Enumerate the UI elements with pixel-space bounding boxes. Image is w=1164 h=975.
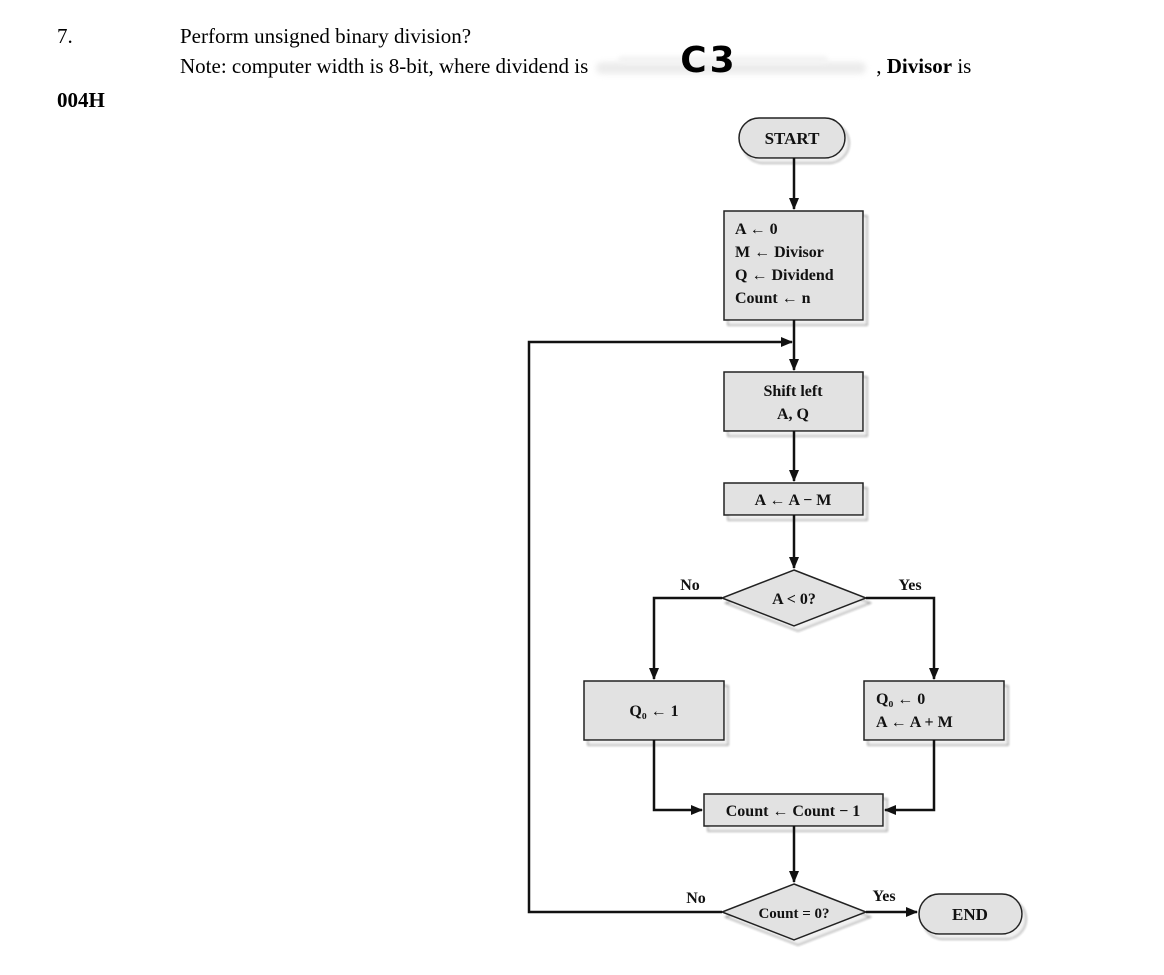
subtract-label: A ← A − M [755, 492, 832, 509]
question-note: Note: computer width is 8-bit, where div… [180, 43, 1140, 79]
decision-count-label: Count = 0? [758, 906, 829, 922]
note-is: is [952, 54, 972, 78]
arrow-yes-to-restore [866, 596, 939, 680]
restore-line-2: A ← A + M [876, 714, 953, 731]
arrow-no-to-set-q1 [649, 596, 722, 680]
question-title: Perform unsigned binary division? [180, 24, 472, 48]
decision-a-yes-label: Yes [898, 577, 921, 594]
decision-count-no-label: No [686, 890, 706, 907]
decision-a-no-label: No [680, 577, 700, 594]
start-label: START [765, 129, 820, 148]
handwritten-dividend: C3 [680, 40, 738, 81]
arrow-loop-back [527, 337, 793, 914]
end-label: END [952, 905, 988, 924]
init-line-3: Q ← Dividend [735, 267, 834, 284]
divisor-label: Divisor [886, 54, 953, 78]
end-terminal [918, 893, 1023, 935]
shift-box [723, 371, 864, 432]
redacted-dividend: C3 [588, 43, 876, 79]
decision-a-label: A < 0? [772, 591, 816, 608]
decision-a-negative [719, 569, 869, 627]
init-line-1: A ← 0 [735, 221, 778, 238]
divisor-value: 004H [57, 88, 105, 112]
restore-box [863, 680, 1005, 741]
decrement-label: Count ← Count − 1 [726, 803, 860, 820]
set-q1-box [583, 680, 725, 741]
question-number: 7. [57, 24, 73, 48]
start-terminal [738, 117, 846, 159]
decision-count-zero [719, 883, 869, 941]
shift-line-2: A, Q [777, 406, 809, 423]
init-box [723, 210, 864, 321]
init-line-4: Count ← n [735, 290, 811, 307]
decision-count-yes-label: Yes [872, 888, 895, 905]
decrement-box [703, 793, 884, 827]
set-q1-label: Q₀ ← 1 [629, 703, 678, 720]
arrow-set-q1-to-decrement [652, 740, 703, 815]
shift-line-1: Shift left [763, 383, 823, 400]
note-comma: , [876, 54, 887, 78]
restore-line-1: Q₀ ← 0 [876, 691, 925, 708]
note-text: Note: computer width is 8-bit, where div… [180, 54, 589, 78]
arrow-restore-to-decrement [884, 740, 936, 815]
init-line-2: M ← Divisor [735, 244, 824, 261]
